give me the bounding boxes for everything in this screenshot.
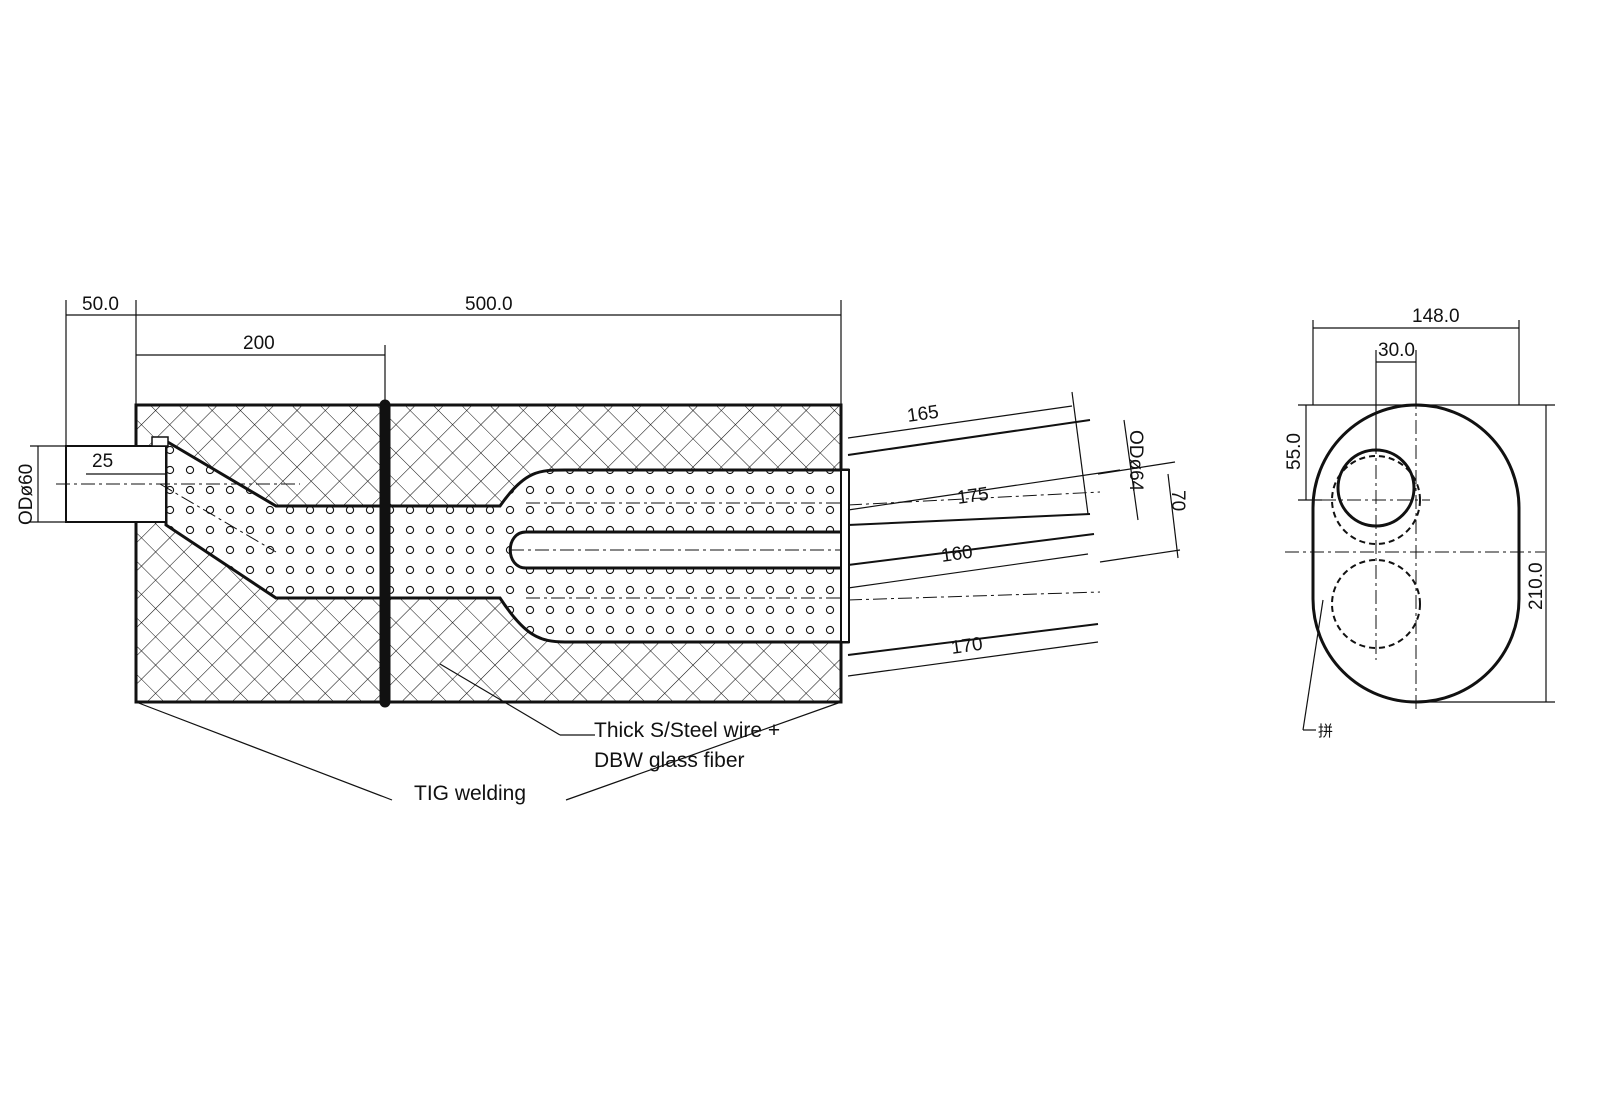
end-view-outlet-top-hidden [1331,455,1421,545]
dim-inlet-insert: 25 [92,451,113,472]
end-view-outlet-bottom-hidden [1331,559,1421,649]
dim-outlet-diameter: ODø64 [1125,430,1146,492]
dim-inlet-length: 50.0 [82,294,119,315]
dim-end-outlet-height: 55.0 [1284,433,1305,470]
dim-baffle-position: 200 [243,333,275,354]
dim-inlet-diameter: ODø60 [16,464,37,525]
dim-outlet-top-inner: 175 [956,484,990,509]
side-dimension-lines [30,300,1181,677]
welding-note: TIG welding [414,782,526,805]
dim-outlet-bottom-inner: 160 [940,542,974,567]
dim-end-outlet-offset: 30.0 [1378,340,1415,361]
dim-end-width: 148.0 [1412,306,1460,327]
dim-body-length: 500.0 [465,294,513,315]
side-view: 50.0 500.0 200 25 ODø60 165 175 160 170 … [16,294,1188,805]
dim-outlet-bottom-outer: 170 [950,634,984,659]
packing-note-line2: DBW glass fiber [594,749,745,772]
packing-note-line1: Thick S/Steel wire + [594,719,780,742]
dim-outlet-spacing: 70 [1167,490,1188,511]
leader-lines [135,663,842,801]
seam-label: 拼 [1318,723,1333,740]
dim-outlet-top-outer: 165 [906,402,940,427]
outlet-pipes [840,419,1101,656]
end-view: 148.0 30.0 55.0 210.0 拼 [1284,306,1555,740]
dim-end-height: 210.0 [1526,562,1547,610]
